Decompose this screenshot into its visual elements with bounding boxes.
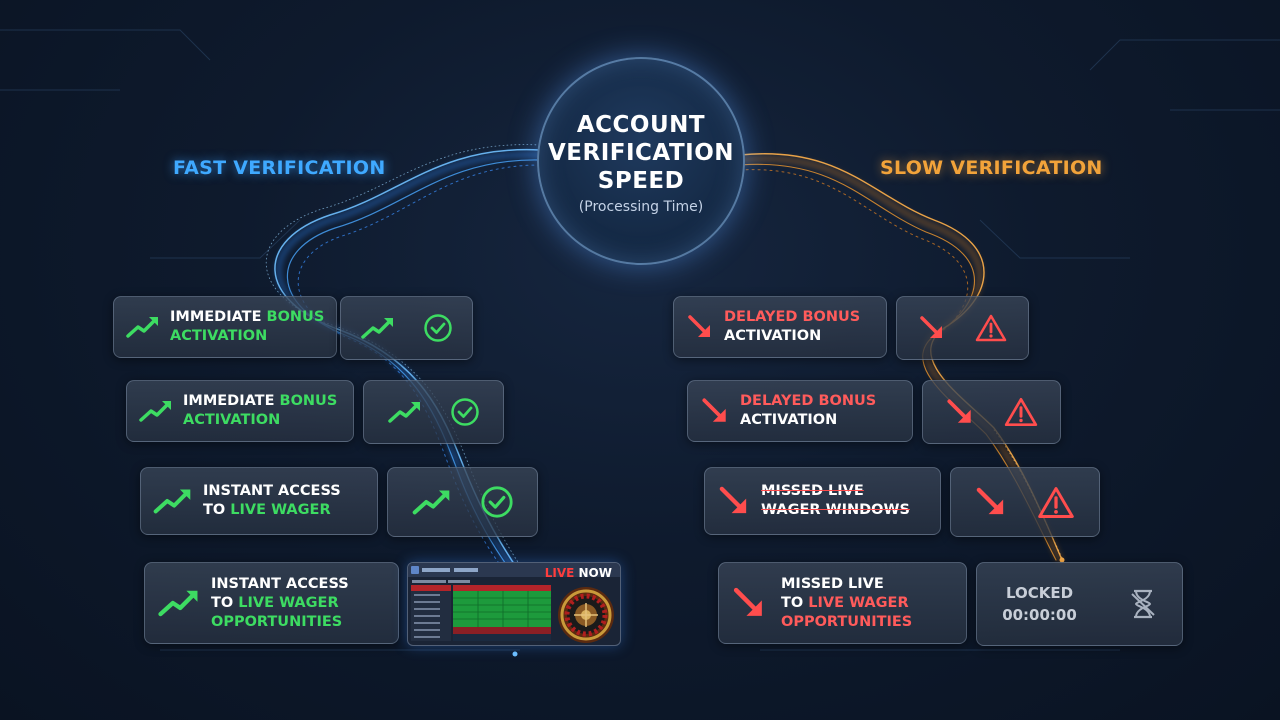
warning-triangle-icon — [1004, 397, 1037, 427]
slow-item-4-label: MISSED LIVE TO LIVE WAGER OPPORTUNITIES — [781, 575, 913, 630]
fast-item-2-status — [363, 380, 504, 444]
trend-up-icon — [360, 318, 393, 339]
slow-verification-heading: SLOW VERIFICATION — [880, 157, 1103, 179]
fast-item-4-label: INSTANT ACCESS TO LIVE WAGER OPPORTUNITI… — [211, 575, 349, 630]
warning-triangle-icon — [1038, 486, 1074, 518]
slow-item-1: DELAYED BONUS ACTIVATION — [673, 296, 887, 358]
trend-up-icon — [139, 401, 171, 422]
fast-item-3: INSTANT ACCESS TO LIVE WAGER — [140, 467, 378, 535]
fast-item-1-label: IMMEDIATE BONUS ACTIVATION — [170, 309, 325, 344]
fast-item-3-status — [387, 467, 538, 537]
trend-down-icon — [976, 487, 1004, 515]
locked-timer: 00:00:00 — [1002, 606, 1077, 624]
slow-item-1-label: DELAYED BONUS ACTIVATION — [724, 309, 861, 344]
live-table-thumbnail — [408, 563, 620, 643]
trend-down-icon — [919, 316, 942, 338]
fast-item-1: IMMEDIATE BONUS ACTIVATION — [113, 296, 337, 358]
trend-down-icon — [702, 398, 726, 422]
slow-item-3-status — [950, 467, 1100, 537]
slow-item-3: MISSED LIVE WAGER WINDOWS — [704, 467, 941, 535]
trend-up-icon — [387, 402, 420, 423]
check-circle-icon — [480, 486, 513, 518]
trend-up-icon — [158, 590, 198, 617]
trend-down-icon — [719, 486, 747, 514]
fast-item-2-label: IMMEDIATE BONUS ACTIVATION — [183, 393, 338, 428]
check-circle-icon — [423, 314, 452, 342]
center-subtitle: (Processing Time) — [578, 199, 704, 215]
trend-up-icon — [412, 490, 449, 515]
warning-triangle-icon — [975, 314, 1006, 342]
fast-item-1-status — [340, 296, 473, 360]
center-title: ACCOUNT VERIFICATION SPEED — [548, 112, 734, 194]
slow-item-2: DELAYED BONUS ACTIVATION — [687, 380, 913, 442]
slow-item-1-status — [896, 296, 1029, 360]
fast-item-2: IMMEDIATE BONUS ACTIVATION — [126, 380, 354, 442]
slow-item-2-label: DELAYED BONUS ACTIVATION — [740, 393, 877, 428]
trend-up-icon — [153, 489, 191, 514]
fast-verification-heading: FAST VERIFICATION — [173, 157, 386, 179]
slow-item-4: MISSED LIVE TO LIVE WAGER OPPORTUNITIES — [718, 562, 967, 644]
live-now-badge: LIVE NOW — [544, 566, 612, 580]
fast-item-4: INSTANT ACCESS TO LIVE WAGER OPPORTUNITI… — [144, 562, 399, 644]
hourglass-cross-icon — [1131, 589, 1155, 619]
slow-item-2-status — [922, 380, 1061, 444]
live-casino-panel: LIVE NOW — [407, 562, 621, 646]
trend-down-icon — [733, 587, 762, 616]
trend-down-icon — [946, 399, 971, 423]
trend-up-icon — [126, 317, 158, 338]
center-node: ACCOUNT VERIFICATION SPEED (Processing T… — [537, 57, 745, 265]
check-circle-icon — [450, 398, 479, 426]
slow-item-3-label: MISSED LIVE WAGER WINDOWS — [761, 483, 910, 518]
trend-down-icon — [688, 315, 710, 337]
fast-item-3-label: INSTANT ACCESS TO LIVE WAGER — [203, 483, 341, 518]
